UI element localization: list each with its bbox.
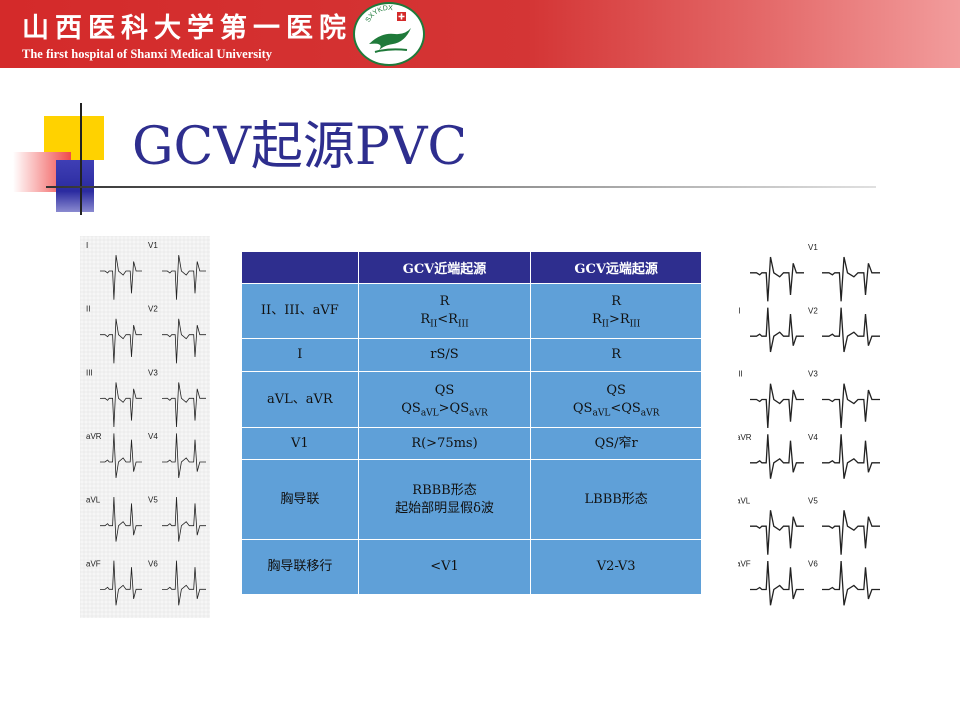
ecg-lead-label: aVL [738, 496, 751, 505]
ecg-lead-label: V4 [808, 433, 818, 442]
ecg-lead-label: V6 [808, 560, 818, 569]
ecg-lead-label: V2 [808, 306, 818, 315]
ecg-waveform [821, 510, 880, 555]
ecg-lead-label: V1 [808, 243, 818, 252]
ecg-lead-label: V5 [808, 496, 818, 505]
svg-text:SXYKDX: SXYKDX [365, 5, 394, 24]
ecg-waveform [750, 383, 804, 429]
ecg-lead-label: V1 [148, 241, 158, 250]
far-cell: R RII>RIII [530, 283, 702, 339]
far-cell-formula: RII>RIII [592, 312, 641, 330]
far-cell-formula: QSaVL<QSaVR [572, 400, 660, 419]
table-row: 胸导联移行 <V1 V2-V3 [241, 539, 702, 595]
row-label: V1 [241, 427, 359, 460]
hospital-logo: SXYKDX [353, 2, 425, 66]
far-cell: LBBB形态 [530, 459, 702, 540]
ecg-waveform [161, 560, 206, 606]
ecg-waveform [161, 255, 206, 300]
ecg-waveform [750, 560, 804, 606]
hospital-name-cn: 山西医科大学第一医院 [22, 13, 352, 44]
ecg-waveform [99, 433, 142, 478]
table-header-near: GCV近端起源 [357, 251, 532, 284]
ecg-waveform [749, 510, 804, 555]
ecg-lead-label: III [738, 370, 743, 379]
ecg-waveform [161, 318, 206, 364]
row-label: I [241, 338, 359, 372]
ecg-lead-label: V4 [148, 432, 158, 441]
ecg-waveform [99, 496, 142, 542]
ecg-waveform [821, 307, 880, 353]
title-decor-vline [80, 103, 82, 215]
near-cell: <V1 [357, 539, 532, 595]
row-label: II、III、aVF [241, 283, 359, 339]
ecg-waveform [749, 256, 804, 302]
near-cell-formula: QSaVL>QSaVR [401, 400, 488, 419]
far-cell: R [530, 338, 702, 372]
row-label: 胸导联移行 [241, 539, 359, 595]
ecg-waveform [822, 560, 880, 606]
hospital-name-en: The first hospital of Shanxi Medical Uni… [22, 47, 273, 61]
ecg-lead-label: I [86, 241, 88, 250]
table-header-blank [241, 251, 359, 284]
ecg-lead-label: aVF [738, 560, 751, 569]
ecg-waveform [161, 382, 206, 428]
logo-text: SXYKDX [365, 5, 394, 24]
table-row: V1 R(>75ms) QS/窄r [241, 427, 702, 460]
near-cell-formula: RII<RIII [420, 312, 469, 330]
far-cell: QS QSaVL<QSaVR [530, 371, 702, 428]
near-cell: QS QSaVL>QSaVR [357, 371, 532, 428]
far-cell: V2-V3 [530, 539, 702, 595]
ecg-waveform [161, 496, 206, 542]
ecg-lead-label: aVL [86, 496, 101, 505]
table-row: II、III、aVF R RII<RIII R RII>RIII [241, 283, 702, 339]
title-underline [46, 186, 876, 188]
ecg-lead-label: aVR [86, 432, 102, 441]
near-cell: R(>75ms) [357, 427, 532, 460]
ecg-waveform [749, 307, 804, 353]
near-cell: rS/S [357, 338, 532, 372]
ecg-lead-label: II [738, 306, 740, 315]
ecg-lead-label: V2 [148, 305, 158, 314]
ecg-waveform [99, 382, 142, 428]
near-cell: R RII<RIII [357, 283, 532, 339]
swallow-logo-icon: SXYKDX [365, 5, 411, 53]
row-label: aVL、aVR [241, 371, 359, 428]
ecg-lead-label: II [86, 305, 90, 314]
table-row: 胸导联 RBBB形态 起始部明显假δ波 LBBB形态 [241, 459, 702, 540]
ecg-waveform [99, 560, 142, 606]
ecg-waveform [161, 433, 206, 478]
ecg-waveform [99, 255, 142, 300]
ecg-waveform [99, 318, 142, 364]
far-cell: QS/窄r [530, 427, 702, 460]
ecg-lead-label: V3 [148, 368, 158, 377]
row-label: 胸导联 [241, 459, 359, 540]
slide-title: GCV起源PVC [132, 117, 468, 177]
table-header-row: GCV近端起源 GCV远端起源 [241, 251, 702, 284]
ecg-lead-label: V6 [148, 559, 158, 568]
table-row: aVL、aVR QS QSaVL>QSaVR QS QSaVL<QSaVR [241, 371, 702, 428]
table-header-far: GCV远端起源 [530, 251, 702, 284]
ecg-waveform [821, 256, 880, 302]
ecg-waveform [749, 434, 804, 479]
gcv-origin-table: GCV近端起源 GCV远端起源 II、III、aVF R RII<RIII R … [241, 251, 702, 595]
ecg-lead-label: aVF [86, 559, 101, 568]
swallow-icon [369, 28, 411, 50]
ecg-lead-label: V3 [808, 370, 818, 379]
near-cell: RBBB形态 起始部明显假δ波 [357, 459, 532, 540]
header-banner: 山西医科大学第一医院 The first hospital of Shanxi … [0, 0, 960, 68]
ecg-lead-label: III [86, 368, 93, 377]
ecg-waveform [821, 434, 880, 479]
ecg-lead-label: V5 [148, 496, 158, 505]
ecg-lead-label: aVR [738, 433, 752, 442]
ecg-waveform [822, 383, 880, 429]
table-row: I rS/S R [241, 338, 702, 372]
